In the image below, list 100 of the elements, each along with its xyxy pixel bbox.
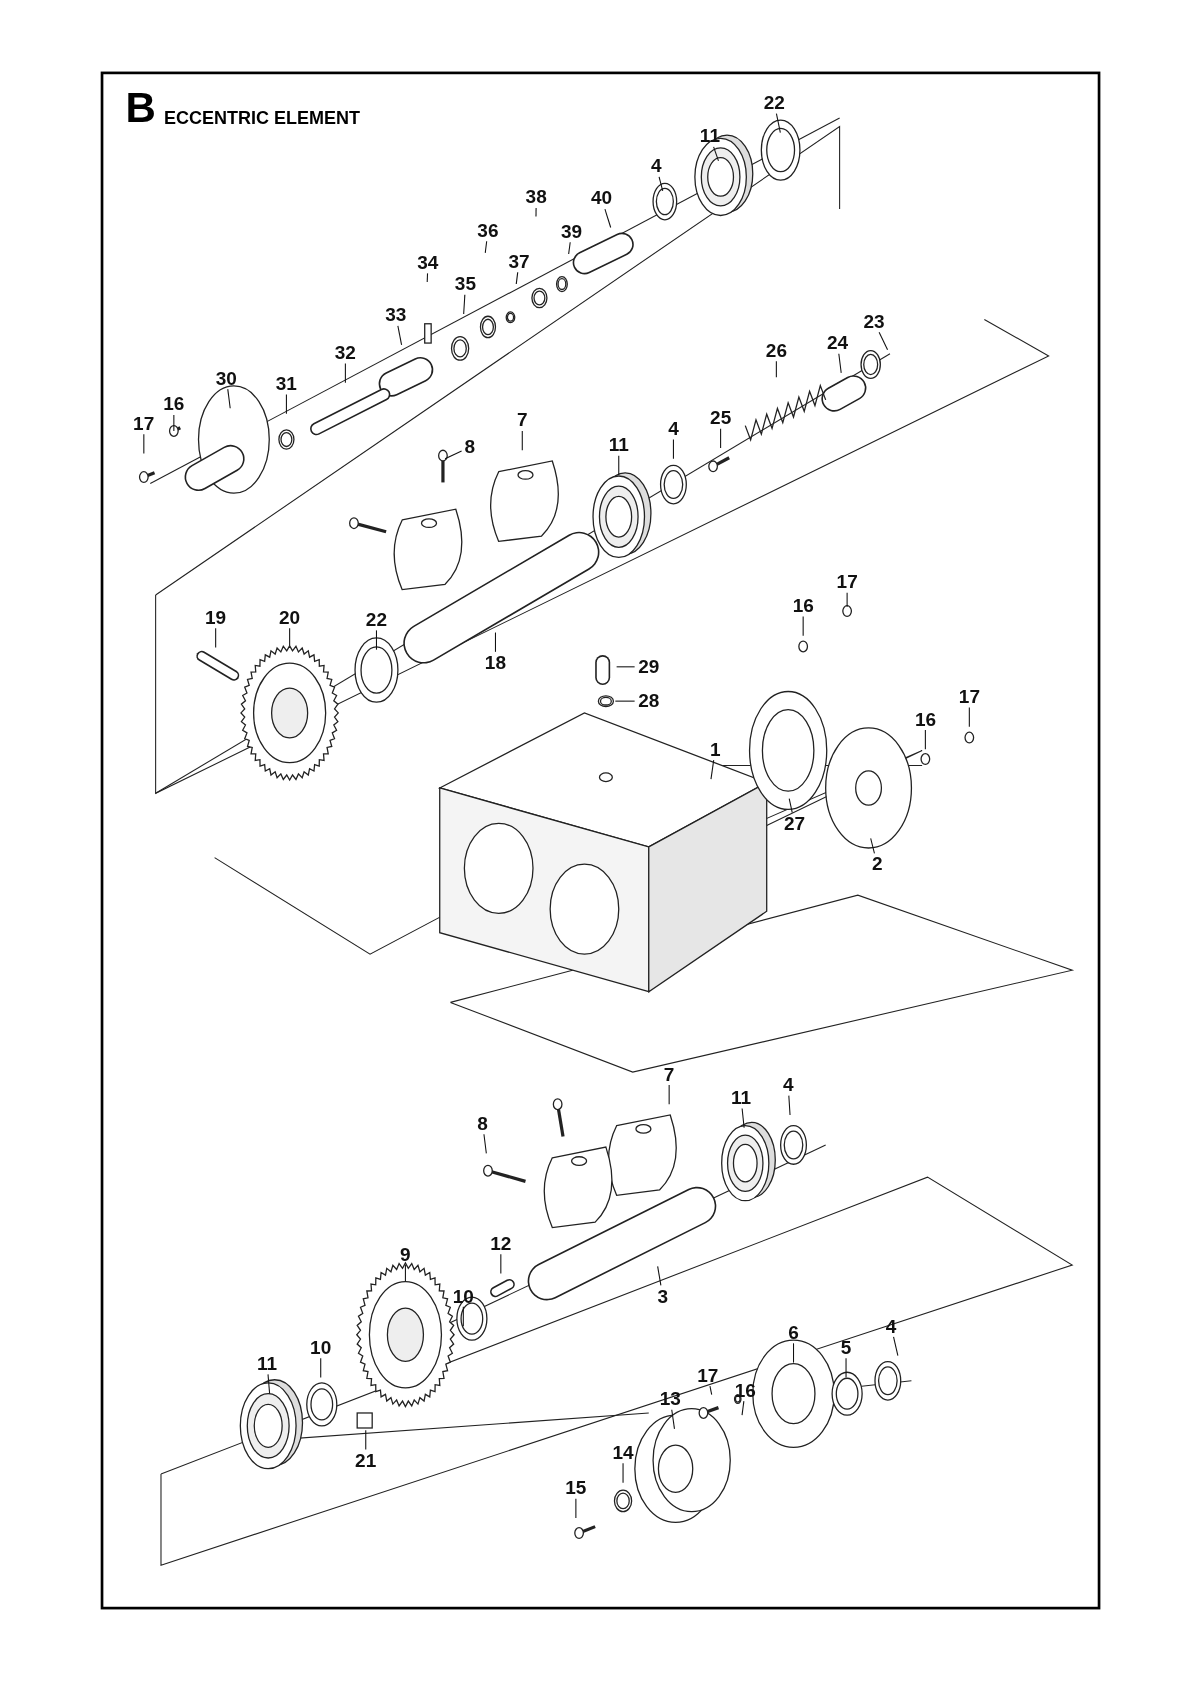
callout-number: 29 (638, 657, 660, 677)
callout-number: 11 (699, 126, 720, 147)
callout-number: 35 (454, 274, 476, 295)
callout-number: 6 (788, 1322, 799, 1343)
callout-number: 11 (256, 1354, 278, 1375)
leader-line (775, 360, 777, 378)
leader-line (618, 455, 620, 476)
leader-line (344, 362, 346, 384)
leader-line (622, 1462, 624, 1484)
leader-line (463, 294, 466, 315)
leader-line (845, 1357, 847, 1379)
callout-number: 28 (638, 691, 660, 712)
leader-line (521, 430, 523, 451)
callout-number: 21 (355, 1450, 377, 1471)
leader-line (267, 1373, 271, 1395)
leader-line (616, 666, 636, 668)
callout-number: 39 (561, 221, 583, 242)
callout-number: 19 (205, 607, 227, 628)
leader-line (173, 414, 175, 432)
leader-line (227, 388, 231, 409)
leader-line (568, 241, 571, 255)
section-letter: B (125, 87, 156, 128)
leader-line (658, 176, 664, 192)
callout-number: 23 (863, 311, 885, 332)
callout-number: 33 (385, 305, 407, 326)
callout-number: 11 (608, 435, 629, 456)
callout-number: 2 (871, 854, 883, 875)
leader-line (741, 1400, 745, 1416)
callout-number: 34 (417, 252, 439, 273)
leader-line (838, 353, 842, 374)
leader-line (802, 615, 804, 637)
leader-line (215, 627, 217, 649)
leader-line (788, 798, 793, 814)
leader-line (792, 1342, 795, 1364)
leader-line (710, 759, 715, 780)
callout-number: 37 (508, 251, 530, 272)
callout-number: 25 (710, 408, 732, 429)
callout-number: 24 (826, 333, 849, 354)
callout-number: 17 (836, 572, 858, 593)
callout-number: 7 (663, 1064, 675, 1085)
leader-line (494, 632, 496, 653)
leader-line (500, 1253, 502, 1275)
callout-number: 32 (334, 342, 356, 363)
callout-number: 18 (484, 652, 506, 673)
leader-line (462, 1306, 464, 1327)
leader-line (878, 331, 889, 351)
callout-number: 20 (278, 607, 301, 628)
callout-number: 17 (697, 1365, 719, 1386)
callout-number: 26 (765, 340, 787, 361)
leader-line (788, 1095, 791, 1116)
leader-line (671, 1409, 675, 1430)
callout-number: 15 (565, 1478, 587, 1499)
callout-number: 4 (668, 418, 679, 439)
leader-line (375, 629, 377, 651)
leader-line (713, 146, 719, 162)
callout-number: 27 (784, 813, 806, 834)
leader-line (741, 1108, 745, 1129)
callout-number: 4 (782, 1075, 794, 1096)
callout-number: 12 (490, 1233, 512, 1254)
callout-number: 31 (275, 373, 297, 394)
leader-line (143, 433, 145, 454)
leader-line (320, 1357, 322, 1379)
callout-number: 1 (710, 739, 721, 760)
callout-number: 40 (591, 188, 613, 209)
leader-line (515, 271, 519, 285)
leader-line (365, 1429, 367, 1450)
leader-line (289, 627, 291, 646)
leader-line (444, 450, 463, 460)
callout-number: 16 (914, 709, 937, 730)
callout-number: 3 (657, 1286, 668, 1307)
leader-line (668, 1084, 670, 1105)
callout-number: 16 (163, 394, 185, 415)
leader-line (614, 700, 636, 702)
callout-number: 17 (133, 413, 155, 434)
leader-line (483, 1133, 487, 1154)
callout-number: 4 (651, 156, 662, 177)
callout-number: 7 (516, 410, 528, 431)
leader-line (404, 1264, 406, 1282)
callout-number: 8 (477, 1113, 488, 1134)
callout-number: 22 (365, 609, 387, 630)
leader-line (924, 729, 926, 750)
callout-number: 8 (464, 437, 475, 458)
leader-line (893, 1336, 899, 1357)
callout-number: 10 (310, 1338, 332, 1358)
callout-number: 16 (792, 595, 814, 616)
callout-number: 22 (763, 92, 785, 113)
callout-number: 10 (452, 1286, 474, 1307)
callout-number: 17 (958, 687, 980, 708)
leader-line (657, 1265, 662, 1286)
callout-number: 5 (840, 1338, 852, 1358)
leader-line (575, 1498, 577, 1519)
leader-line (720, 428, 722, 449)
leader-line (426, 272, 429, 283)
leader-line (285, 394, 287, 415)
leader-line (846, 592, 848, 608)
leader-line (709, 1385, 713, 1396)
callout-number: 30 (215, 368, 237, 389)
callout-number: 36 (477, 220, 499, 241)
leader-line (775, 113, 781, 134)
leader-line (870, 837, 875, 854)
